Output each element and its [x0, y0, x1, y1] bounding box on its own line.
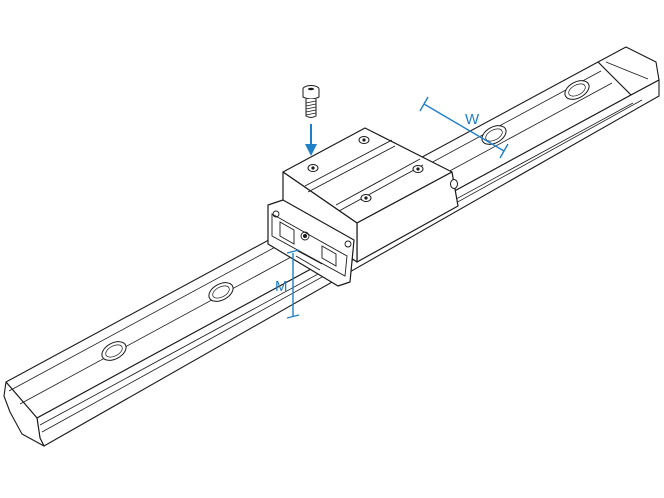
- dimension-w: W: [419, 96, 509, 159]
- rail-hole: [101, 341, 127, 361]
- seal-screw: [344, 240, 352, 248]
- rail-hole: [481, 125, 507, 145]
- dimension-m-tick: [286, 249, 300, 254]
- rail-hole: [208, 282, 234, 302]
- dimension-m-label: M: [275, 278, 288, 295]
- rail-end-profile-left: [3, 381, 45, 447]
- dimension-w-tick: [419, 96, 429, 112]
- screw-icon: [302, 85, 320, 118]
- seal-screw: [272, 210, 280, 218]
- carriage-top-ridges: [304, 139, 424, 212]
- dimension-w-line: [423, 103, 505, 152]
- dimension-w-label: W: [465, 111, 480, 128]
- arrow-down-icon: [305, 124, 317, 156]
- dimension-m-tick: [286, 314, 300, 319]
- dimension-m: M: [275, 249, 300, 319]
- end-seal-details: [271, 210, 352, 277]
- rail-hole: [564, 80, 590, 100]
- rail-under-carriage: [295, 249, 323, 271]
- dimension-w-tick: [499, 143, 509, 159]
- grease-nipple: [450, 179, 458, 189]
- lube-port: [300, 231, 310, 241]
- rail-mounting-holes: [101, 80, 590, 361]
